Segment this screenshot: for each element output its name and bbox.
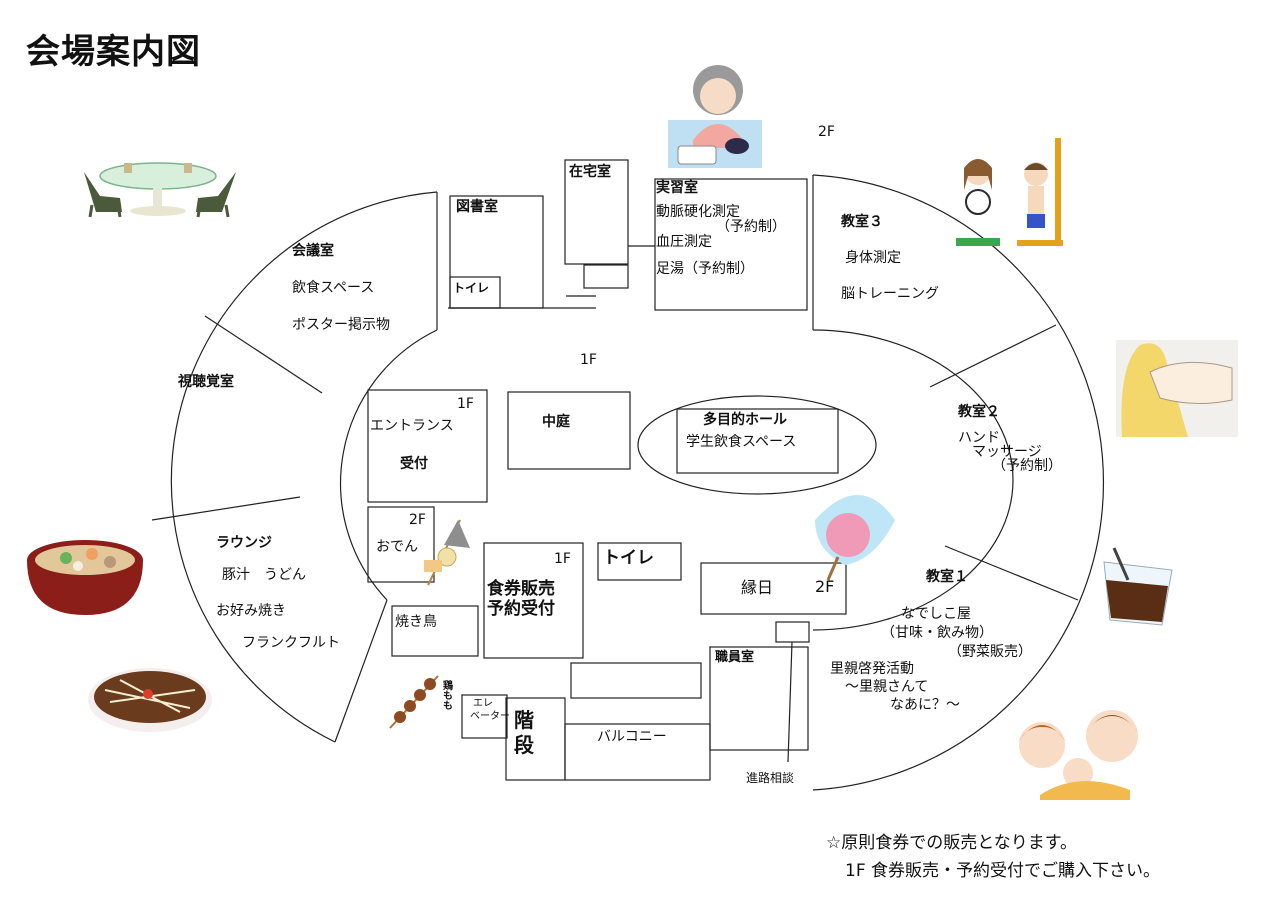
oden-skewer-icon xyxy=(424,519,470,586)
floor-label-1f: 1F xyxy=(580,352,597,368)
nurse-blood-pressure-icon xyxy=(668,65,762,168)
oden-box xyxy=(367,506,435,583)
ticket-sub: 予約受付 xyxy=(487,599,555,619)
entrance-box xyxy=(367,389,488,503)
tonjiru-bowl-icon xyxy=(27,540,143,615)
practice-item: 足湯（予約制） xyxy=(656,261,754,277)
meeting-room-title: 会議室 xyxy=(292,243,334,259)
children-measuring-icon xyxy=(956,138,1063,246)
balcony-title: バルコニー xyxy=(597,729,667,745)
ennichi-title: 縁日 xyxy=(741,578,774,597)
practice-item: 血圧測定 xyxy=(656,234,712,250)
lounge-title: ラウンジ xyxy=(216,535,272,551)
yakitori-skewer-icon xyxy=(389,675,439,729)
practice-title: 実習室 xyxy=(656,180,698,196)
classroom2-item: マッサージ xyxy=(972,444,1042,460)
courtyard-title: 中庭 xyxy=(542,414,570,430)
practice-item: 動脈硬化測定 xyxy=(656,204,740,220)
hall-sub: 学生飲食スペース xyxy=(686,434,797,450)
hall-title: 多目的ホール xyxy=(703,412,787,428)
note-line: 1F 食券販売・予約受付でご購入下さい。 xyxy=(845,861,1160,881)
practice-item: （予約制） xyxy=(716,219,786,235)
outer-ring-left xyxy=(170,191,438,743)
ennichi-box xyxy=(700,562,847,615)
note-line: ☆原則食券での販売となります。 xyxy=(826,833,1078,853)
yakitori-sign: 鶏もも xyxy=(440,680,452,710)
hand-massage-icon xyxy=(1116,340,1238,437)
ticket-floor: 1F xyxy=(554,551,571,567)
iced-coffee-icon xyxy=(1103,547,1173,626)
yakitori-title: 焼き鳥 xyxy=(395,614,437,630)
homecare-box xyxy=(564,159,629,265)
classroom3-item: 脳トレーニング xyxy=(841,286,939,302)
classroom3-title: 教室３ xyxy=(841,214,883,230)
practice-box xyxy=(654,178,808,311)
hall-ellipse xyxy=(637,395,877,495)
entrance-floor: 1F xyxy=(457,396,474,412)
page-title: 会場案内図 xyxy=(26,32,201,72)
ticket-box xyxy=(483,542,584,659)
entrance-title: エントランス xyxy=(370,418,454,434)
toilet-center-box xyxy=(597,542,682,581)
floor-label-2f: 2F xyxy=(818,124,835,140)
lounge-item: フランクフルト xyxy=(242,635,340,651)
cotton-candy-icon xyxy=(815,495,895,581)
yakitori-box xyxy=(391,605,479,657)
stairs-line2: 段 xyxy=(514,733,534,757)
classroom3-item: 身体測定 xyxy=(845,250,901,266)
library-title: 図書室 xyxy=(456,199,498,215)
av-room-title: 視聴覚室 xyxy=(178,374,234,390)
classroom2-title: 教室２ xyxy=(958,404,1000,420)
okonomiyaki-icon xyxy=(88,668,212,732)
meeting-room-item: 飲食スペース xyxy=(292,280,375,296)
courtyard-box xyxy=(507,391,631,470)
stairs-line1: 階 xyxy=(514,708,534,732)
lounge-item: 豚汁 うどん xyxy=(222,567,306,583)
inner-ring-right xyxy=(812,329,1014,631)
staff-room-title: 職員室 xyxy=(715,650,755,665)
career-title: 進路相談 xyxy=(746,771,795,785)
classroom1-item: なあに？～ xyxy=(890,697,960,713)
staff-box xyxy=(709,646,809,751)
classroom1-item: （甘味・飲み物） xyxy=(881,625,993,641)
ennichi-floor: 2F xyxy=(815,577,835,596)
classroom1-item: ～里親さんて xyxy=(845,679,929,695)
oden-title: おでん xyxy=(376,539,418,555)
hall-box xyxy=(676,408,839,474)
reception-label: 受付 xyxy=(400,456,428,472)
classroom2-item: （予約制） xyxy=(992,458,1062,474)
outer-ring-right xyxy=(812,174,1105,791)
library-toilet-label: トイレ xyxy=(453,281,490,295)
inner-ring-left xyxy=(339,329,438,601)
meeting-room-item: ポスター掲示物 xyxy=(292,317,390,333)
homecare-title: 在宅室 xyxy=(569,164,611,180)
elevator-line2: ベーター xyxy=(470,711,510,722)
elevator-box xyxy=(461,694,508,739)
ticket-title: 食券販売 xyxy=(487,579,555,599)
classroom1-item: 里親啓発活動 xyxy=(830,661,914,677)
classroom1-title: 教室１ xyxy=(926,569,968,585)
elevator-line1: エレ xyxy=(473,698,493,709)
toilet-center-label: トイレ xyxy=(603,548,654,568)
classroom1-item: （野菜販売） xyxy=(948,644,1032,660)
classroom1-item: なでしこ屋 xyxy=(901,606,971,622)
table-chairs-icon xyxy=(84,162,236,218)
classroom2-item: ハンド xyxy=(958,430,1000,446)
balcony-box xyxy=(564,723,711,781)
family-icon xyxy=(1018,710,1138,800)
lounge-item: お好み焼き xyxy=(216,603,286,619)
oden-floor: 2F xyxy=(409,512,426,528)
